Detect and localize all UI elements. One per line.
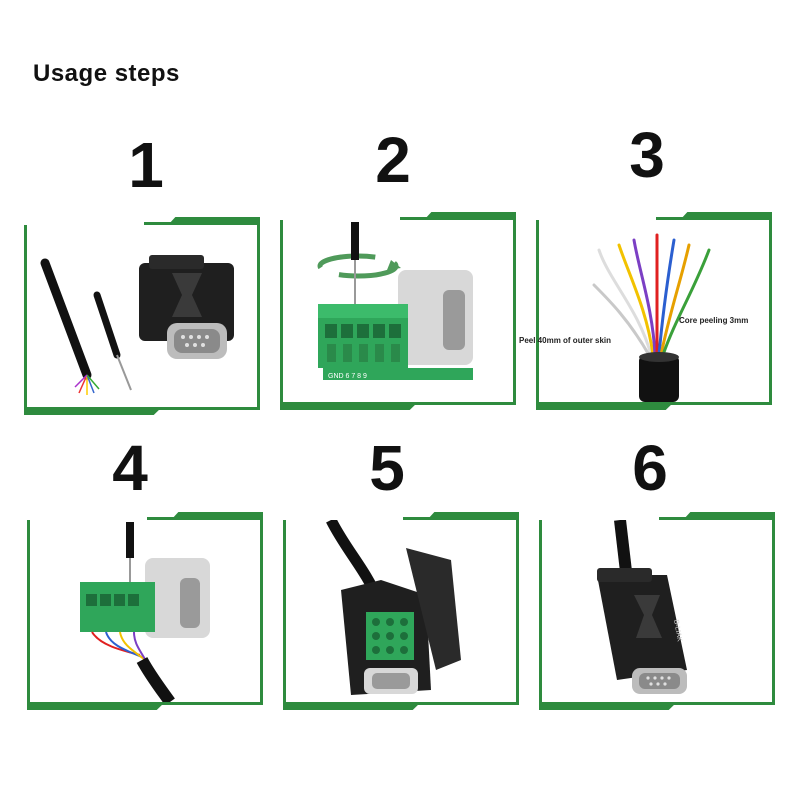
connector-icon (139, 255, 234, 359)
assembled-connector-icon (597, 568, 687, 694)
terminal-labels: GND 6 7 8 9 (328, 373, 367, 380)
step-1-illustration (40, 255, 234, 395)
screwdriver-icon (93, 291, 132, 391)
step-number-4: 4 (112, 432, 148, 504)
cable-icon (40, 258, 100, 395)
step-number-2: 2 (375, 124, 411, 196)
step-5-illustration (326, 520, 461, 695)
step-6-panel: B-LIAK (539, 512, 775, 710)
cable-jacket-icon (639, 352, 679, 402)
step-2-illustration: GND 6 7 8 9 (317, 222, 473, 380)
outer-skin-note: Peel 40mm of outer skin (519, 336, 612, 345)
terminal-block-icon (318, 304, 408, 368)
rotate-arrow-icon (317, 253, 401, 279)
stripped-wires-icon (592, 233, 711, 357)
step-6-illustration: B-LIAK (597, 520, 687, 694)
brand-mark: B-LIAK (672, 619, 683, 642)
step-4-illustration (80, 522, 210, 702)
page-title: Usage steps (33, 60, 180, 87)
step-5-panel (283, 512, 519, 710)
step-2-panel: GND 6 7 8 9 (280, 212, 516, 410)
cable-icon (136, 657, 175, 702)
step-3-illustration (592, 233, 711, 402)
core-peeling-note: Core peeling 3mm (679, 316, 749, 325)
step-number-6: 6 (632, 432, 668, 504)
step-4-panel (27, 512, 263, 710)
step-number-1: 1 (128, 129, 164, 201)
step-3-panel: Core peeling 3mm Peel 40mm of outer skin (519, 212, 772, 410)
step-number-3: 3 (629, 119, 665, 191)
terminal-block-icon (366, 612, 414, 660)
step-1-panel (24, 217, 260, 415)
terminal-block-icon (80, 582, 155, 632)
step-number-5: 5 (369, 432, 405, 504)
